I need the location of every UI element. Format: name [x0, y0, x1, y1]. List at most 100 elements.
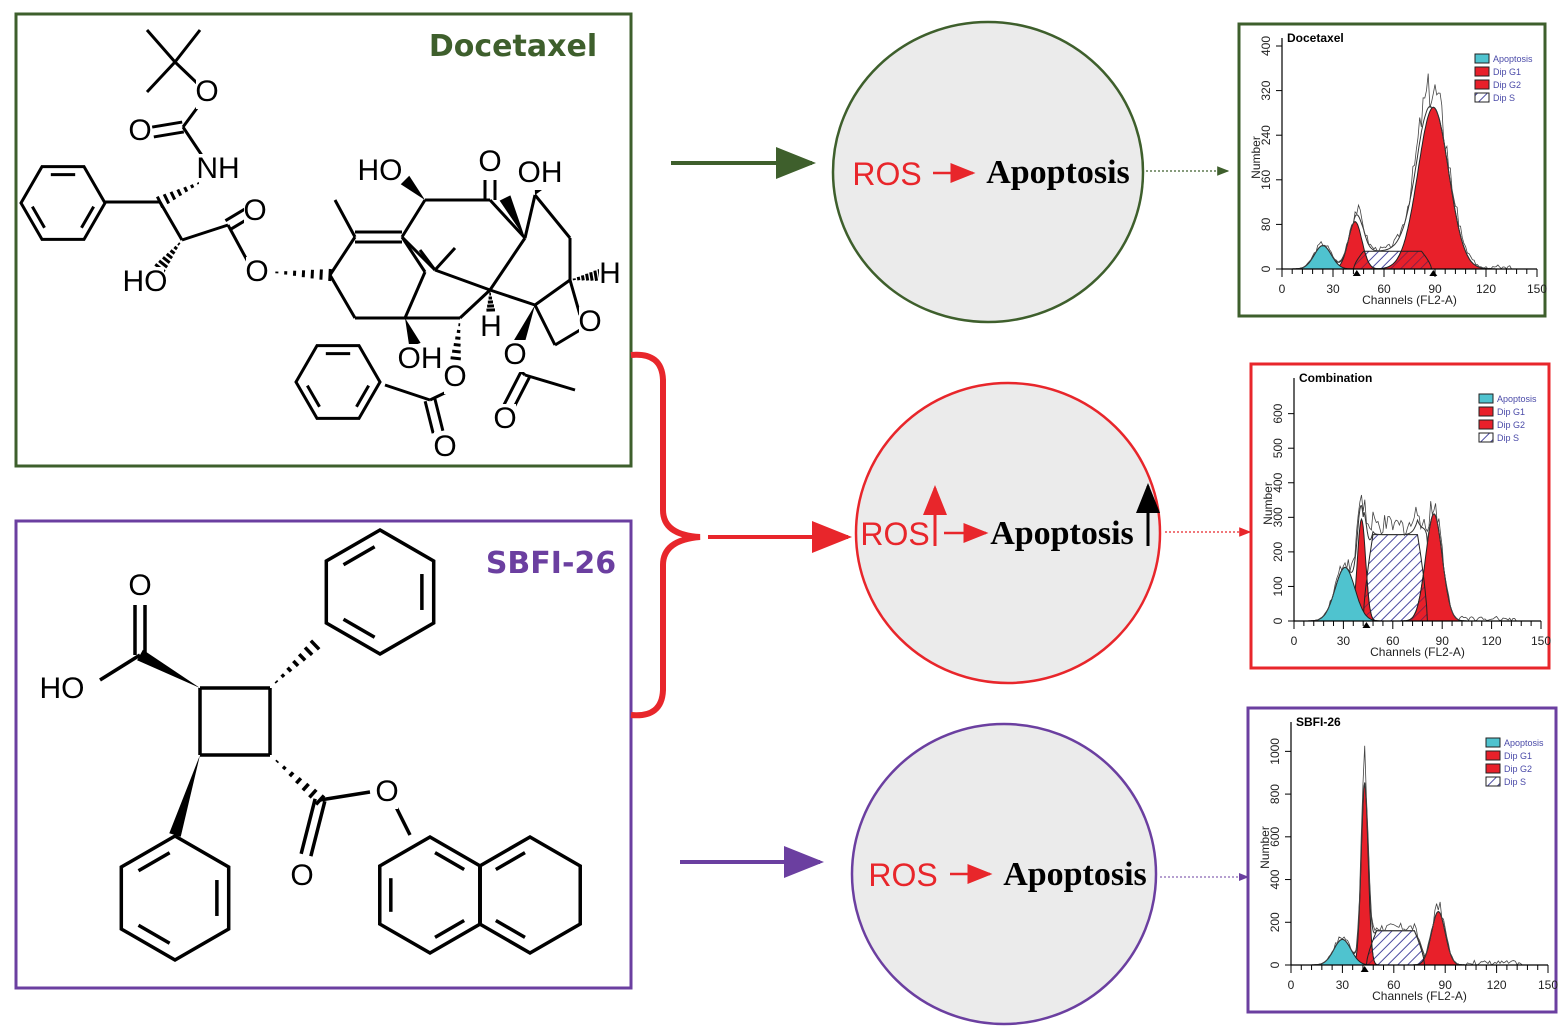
bond: [433, 246, 457, 272]
y-tick-label: 400: [1271, 472, 1285, 492]
histogram-title: Docetaxel: [1287, 31, 1344, 45]
x-tick-label: 60: [1377, 282, 1391, 296]
atom-label: O: [128, 114, 151, 147]
atom-label-bg: [599, 259, 621, 291]
legend-label: Apoptosis: [1497, 394, 1537, 404]
atom-label: O: [443, 360, 466, 393]
atom-label: OH: [398, 342, 443, 375]
hashed-bond: [281, 765, 287, 771]
bond: [403, 271, 427, 319]
hashed-bond: [308, 788, 318, 799]
hashed-bond: [593, 270, 599, 282]
y-tick-label: 320: [1259, 80, 1273, 100]
wedge-bond: [169, 755, 200, 837]
legend-swatch: [1474, 79, 1490, 90]
y-tick-label: 200: [1271, 542, 1285, 562]
aromatic-bond: [137, 923, 171, 945]
x-axis-label: Channels (FL2-A): [1362, 293, 1457, 307]
hashed-bond: [169, 191, 177, 201]
aromatic-bond: [342, 617, 376, 639]
aromatic-bond: [434, 851, 466, 871]
raw-histogram-line: [1299, 745, 1523, 966]
benzene-ring: [294, 344, 382, 420]
atom-label: O: [578, 305, 601, 338]
y-axis-label: Number: [1258, 826, 1272, 869]
bond: [173, 60, 200, 86]
hashed-bond: [303, 646, 314, 657]
atom-label: O: [478, 145, 501, 178]
double-bond: [224, 207, 247, 222]
docetaxel-effect-circle: ROS Apoptosis: [831, 20, 1145, 324]
hashed-bond: [314, 794, 326, 806]
atom-label: OH: [518, 156, 563, 189]
x-axis-label: Channels (FL2-A): [1370, 645, 1465, 659]
legend-label: Dip S: [1504, 777, 1526, 787]
bond: [568, 279, 582, 316]
atom-label-bg: [196, 77, 218, 109]
hashed-bond: [452, 349, 461, 354]
hashed-bond: [274, 680, 279, 684]
x-tick-label: 30: [1337, 634, 1351, 648]
atom-label-bg: [376, 777, 398, 809]
atom-label-bg: [199, 154, 237, 186]
wedge-bond: [405, 318, 421, 348]
raw-histogram-line: [1290, 73, 1512, 270]
bond: [145, 29, 177, 63]
legend-label: Dip G2: [1497, 420, 1525, 430]
apoptosis-label: Apoptosis: [990, 515, 1134, 552]
atom-label-bg: [246, 257, 268, 289]
legend-label: Dip G2: [1504, 764, 1532, 774]
peak-marker-icon: [1360, 966, 1369, 972]
atom-label-bg: [521, 158, 559, 190]
sbfi26-box: [14, 519, 633, 990]
legend-swatch: [1478, 393, 1494, 404]
hashed-bond: [169, 249, 176, 255]
hashed-bond: [288, 771, 295, 778]
benzene-ring: [478, 834, 582, 956]
wedge-bond: [400, 175, 425, 200]
x-tick-label: 120: [1476, 282, 1496, 296]
y-tick-label: 600: [1268, 826, 1282, 846]
hashed-bond: [294, 776, 303, 785]
atom-label-bg: [361, 156, 399, 188]
bond: [173, 29, 202, 63]
double-bond: [502, 372, 522, 407]
x-tick-label: 0: [1279, 282, 1286, 296]
atom-label: HO: [123, 265, 168, 298]
bond: [489, 288, 536, 307]
ros-label: ROS: [852, 156, 921, 192]
wedge-bond: [499, 195, 525, 238]
bond: [333, 199, 357, 238]
bond: [533, 194, 572, 239]
aromatic-bond: [31, 205, 46, 229]
atom-label: O: [375, 775, 398, 808]
atom-label: O: [195, 75, 218, 108]
bond: [523, 194, 537, 239]
hashed-bond: [158, 259, 169, 269]
hashed-bond: [280, 673, 286, 679]
atom-label: NH: [196, 152, 239, 185]
legend-label: Dip G1: [1493, 67, 1521, 77]
x-tick-label: 90: [1436, 634, 1450, 648]
x-axis-label: Channels (FL2-A): [1372, 989, 1467, 1003]
hashed-bond: [177, 242, 181, 246]
apoptosis-label: Apoptosis: [1003, 856, 1147, 893]
y-tick-label: 80: [1259, 217, 1273, 231]
y-tick-label: 200: [1268, 912, 1282, 932]
legend-label: Apoptosis: [1504, 738, 1544, 748]
y-tick-label: 1000: [1268, 738, 1282, 765]
fit-curve: [1290, 105, 1512, 270]
legend-label: Dip G2: [1493, 80, 1521, 90]
bond: [418, 249, 437, 271]
hashed-bond: [580, 275, 585, 281]
aromatic-bond: [494, 919, 526, 939]
bond: [384, 383, 431, 402]
wedge-bond: [137, 649, 200, 688]
bond: [226, 224, 250, 263]
atom-label: HO: [40, 672, 85, 705]
x-tick-label: 150: [1527, 282, 1547, 296]
hashed-bond: [301, 782, 310, 792]
